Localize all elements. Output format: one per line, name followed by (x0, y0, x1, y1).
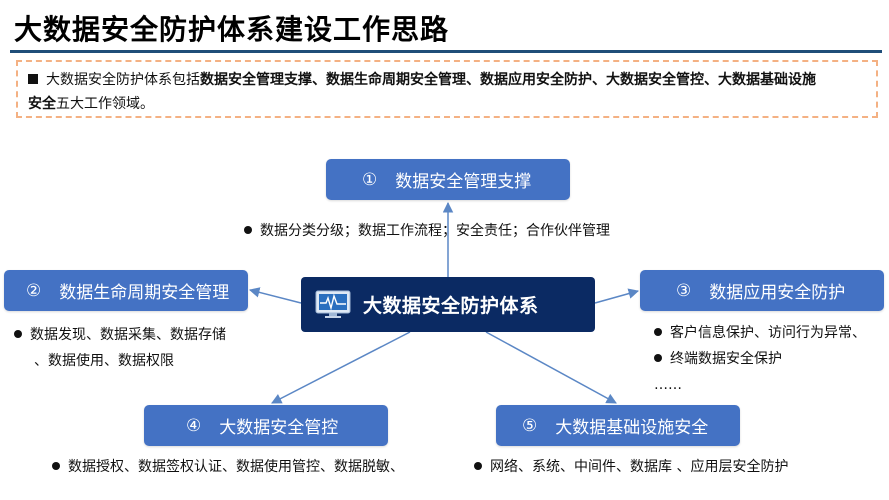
arrow-to-node-2 (248, 287, 302, 304)
node-big-data-infrastructure: ⑤ 大数据基础设施安全 (496, 405, 740, 446)
intro-bold-areas: 数据安全管理支撑、数据生命周期安全管理、数据应用安全防护、大数据安全管控、大数据… (200, 72, 816, 88)
round-bullet-icon (14, 330, 22, 338)
node-label: 大数据安全管控 (219, 418, 339, 438)
node-number: ② (26, 280, 42, 301)
round-bullet-icon (474, 462, 482, 470)
detail-text: 网络、系统、中间件、数据库 、应用层安全防护 (490, 459, 789, 475)
node-data-security-management: ① 数据安全管理支撑 (326, 159, 570, 200)
node-number: ④ (186, 415, 202, 436)
detail-text: 数据分类分级；数据工作流程；安全责任；合作伙伴管理 (260, 223, 610, 239)
monitor-heartbeat-icon (315, 290, 351, 320)
detail-text-continued: 、数据使用、数据权限 (34, 353, 174, 369)
intro-box: 大数据安全防护体系包括数据安全管理支撑、数据生命周期安全管理、数据应用安全防护、… (16, 60, 878, 118)
node-number: ③ (676, 280, 692, 301)
center-node: 大数据安全防护体系 (301, 277, 595, 332)
round-bullet-icon (654, 328, 662, 336)
node-4-details: 数据授权、数据签权认证、数据使用管控、数据脱敏、 (52, 454, 404, 480)
node-1-details: 数据分类分级；数据工作流程；安全责任；合作伙伴管理 (244, 218, 610, 244)
node-big-data-control: ④ 大数据安全管控 (144, 405, 388, 446)
detail-text: 数据发现、数据采集、数据存储 (30, 327, 226, 343)
center-label: 大数据安全防护体系 (363, 295, 539, 317)
intro-suffix: 五大工作领域。 (56, 96, 154, 112)
page-title: 大数据安全防护体系建设工作思路 (14, 13, 450, 46)
node-label: 数据安全管理支撑 (395, 172, 532, 192)
node-5-details: 网络、系统、中间件、数据库 、应用层安全防护 (474, 454, 788, 480)
node-3-details: 客户信息保护、访问行为异常、 终端数据安全保护 …… (654, 320, 866, 398)
square-bullet-icon (28, 74, 38, 84)
round-bullet-icon (654, 354, 662, 362)
intro-bold-areas-end: 安全 (28, 96, 56, 112)
round-bullet-icon (52, 462, 60, 470)
detail-text: 终端数据安全保护 (670, 351, 782, 367)
detail-text: 客户信息保护、访问行为异常、 (670, 325, 866, 341)
detail-text: 数据授权、数据签权认证、数据使用管控、数据脱敏、 (68, 459, 404, 475)
node-label: 大数据基础设施安全 (555, 418, 709, 438)
arrow-to-node-4 (271, 331, 411, 404)
detail-ellipsis: …… (654, 377, 682, 393)
arrow-to-node-5 (485, 331, 617, 404)
node-label: 数据应用安全防护 (709, 283, 846, 303)
node-data-lifecycle-management: ② 数据生命周期安全管理 (4, 270, 248, 311)
node-number: ⑤ (522, 415, 538, 436)
node-data-application-protection: ③ 数据应用安全防护 (640, 270, 884, 311)
node-number: ① (362, 169, 378, 190)
arrow-to-node-3 (594, 288, 640, 304)
intro-prefix: 大数据安全防护体系包括 (46, 72, 200, 88)
title-divider (10, 50, 882, 53)
node-2-details: 数据发现、数据采集、数据存储 、数据使用、数据权限 (14, 322, 226, 374)
node-label: 数据生命周期安全管理 (59, 283, 230, 303)
round-bullet-icon (244, 226, 252, 234)
